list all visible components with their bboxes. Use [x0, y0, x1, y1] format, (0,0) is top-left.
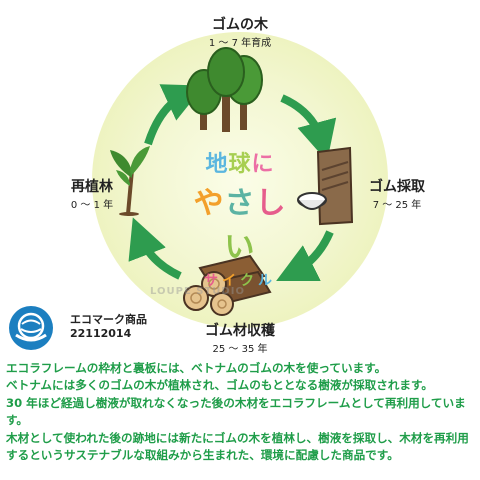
- stage-title: ゴム材収穫: [205, 323, 275, 339]
- description-paragraph: エコラフレームの枠材と裏板には、ベトナムのゴムの木を使っています。: [6, 361, 387, 375]
- eco-mark-globe-icon: [8, 305, 54, 351]
- eco-mark-number: 22112014: [70, 327, 132, 340]
- center-title-line1-char: 地: [205, 152, 229, 177]
- log-pile-icon: [183, 254, 272, 316]
- center-title-line2: やさしい: [180, 178, 300, 266]
- stage-years: 25 〜 35 年: [212, 344, 268, 355]
- center-title-line2-char: い: [224, 230, 256, 265]
- center-title-line3-char: ク: [240, 273, 258, 289]
- stage-title: 再植林: [71, 179, 113, 195]
- arrow-left-to-top: [144, 84, 205, 146]
- center-title-line1-char: に: [251, 152, 275, 177]
- stage-years: 7 〜 25 年: [372, 200, 422, 211]
- center-title-line3-char: ル: [258, 273, 276, 289]
- sapling-icon: [110, 146, 150, 216]
- description-paragraph: 木材として使われた後の跡地には新たにゴムの木を植林し、樹液を採取し、木材を再利用…: [6, 430, 469, 463]
- arrow-right-to-bottom: [276, 230, 334, 281]
- center-title: 地球に やさしい サイクル: [180, 146, 300, 290]
- rubber-trees-icon: [186, 47, 263, 132]
- stage-years: 1 〜 7 年育成: [208, 38, 272, 49]
- watermark: LOUPE STUDIO: [150, 286, 245, 297]
- center-title-line1: 地球に: [180, 146, 300, 178]
- stage-rubber-tree: ゴムの木 1 〜 7 年育成: [185, 14, 295, 49]
- eco-mark-label: エコマーク商品: [70, 313, 147, 326]
- center-title-line2-char: さ: [224, 186, 256, 221]
- center-title-line2-char: し: [255, 186, 287, 221]
- description-paragraph: ベトナムには多くのゴムの木が植林され、ゴムのもととなる樹液が採取されます。: [6, 378, 433, 393]
- stage-title: ゴム採取: [369, 179, 425, 195]
- description: エコラフレームの枠材と裏板には、ベトナムのゴムの木を使っています。 ベトナムには…: [6, 360, 476, 464]
- stage-replanting: 再植林 0 〜 1 年: [52, 176, 132, 211]
- eco-mark-info: エコマーク商品 22112014: [70, 313, 147, 341]
- center-title-line3: サイクル: [180, 270, 300, 290]
- description-paragraph: 30 年ほど経過し樹液が取れなくなった後の木材をエコラフレームとして再利用してい…: [6, 395, 466, 428]
- stage-years: 0 〜 1 年: [70, 200, 114, 211]
- center-title-line1-char: 球: [228, 152, 252, 177]
- center-title-line3-char: イ: [222, 273, 240, 289]
- center-title-line3-char: サ: [204, 273, 222, 289]
- stage-title: ゴムの木: [212, 17, 268, 33]
- arrow-bottom-to-left: [128, 217, 182, 280]
- rubber-tapping-icon: [297, 146, 354, 226]
- stage-wood-harvest: ゴム材収穫 25 〜 35 年: [175, 320, 305, 355]
- center-title-line2-char: や: [193, 186, 225, 221]
- stage-rubber-tapping: ゴム採取 7 〜 25 年: [352, 176, 442, 211]
- arrow-top-to-right: [280, 94, 337, 162]
